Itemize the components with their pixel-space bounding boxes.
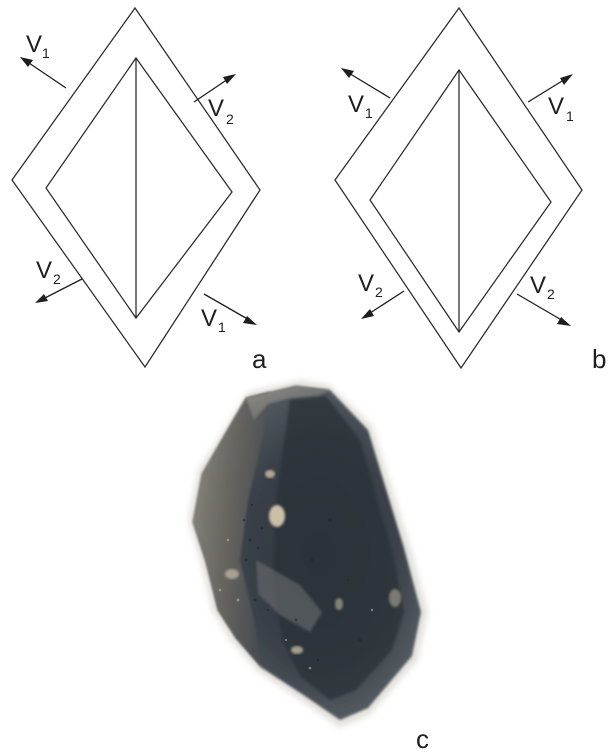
svg-text:2: 2 xyxy=(226,111,234,127)
svg-text:V: V xyxy=(208,95,224,122)
panel-letter-a: a xyxy=(252,344,267,374)
svg-text:1: 1 xyxy=(42,45,50,61)
svg-text:V: V xyxy=(358,270,374,297)
svg-text:1: 1 xyxy=(218,319,226,335)
mineral-crystal-photo xyxy=(188,380,428,728)
label-v2-bottom-right: V 2 xyxy=(530,272,555,302)
panel-letter-b: b xyxy=(592,344,606,374)
svg-text:V: V xyxy=(201,305,217,332)
inner-rhombus xyxy=(46,58,232,318)
svg-text:1: 1 xyxy=(566,108,574,124)
inner-rhombus xyxy=(370,70,551,332)
panel-b-diagram: V 1 V 1 V 2 V 2 b xyxy=(335,8,606,374)
label-v1-top-right: V 1 xyxy=(548,93,574,124)
arrow-top-left xyxy=(20,57,66,88)
svg-text:V: V xyxy=(348,91,364,118)
svg-text:V: V xyxy=(26,31,42,58)
svg-text:2: 2 xyxy=(547,286,555,302)
panel-a-diagram: V 1 V 2 V 2 V 1 a xyxy=(12,8,267,374)
svg-text:V: V xyxy=(548,93,564,120)
svg-text:V: V xyxy=(530,272,546,299)
panel-letter-c: c xyxy=(416,724,429,753)
label-v2-top-right: V 2 xyxy=(208,95,234,127)
label-v1-top-left: V 1 xyxy=(26,31,50,61)
svg-text:1: 1 xyxy=(365,105,373,121)
label-v2-bottom-left: V 2 xyxy=(36,257,61,287)
svg-text:2: 2 xyxy=(375,284,383,300)
svg-text:2: 2 xyxy=(53,271,61,287)
label-v2-bottom-left: V 2 xyxy=(358,270,383,300)
label-v1-bottom-right: V 1 xyxy=(201,305,226,335)
svg-text:V: V xyxy=(36,257,52,284)
label-v1-top-left: V 1 xyxy=(348,91,373,121)
